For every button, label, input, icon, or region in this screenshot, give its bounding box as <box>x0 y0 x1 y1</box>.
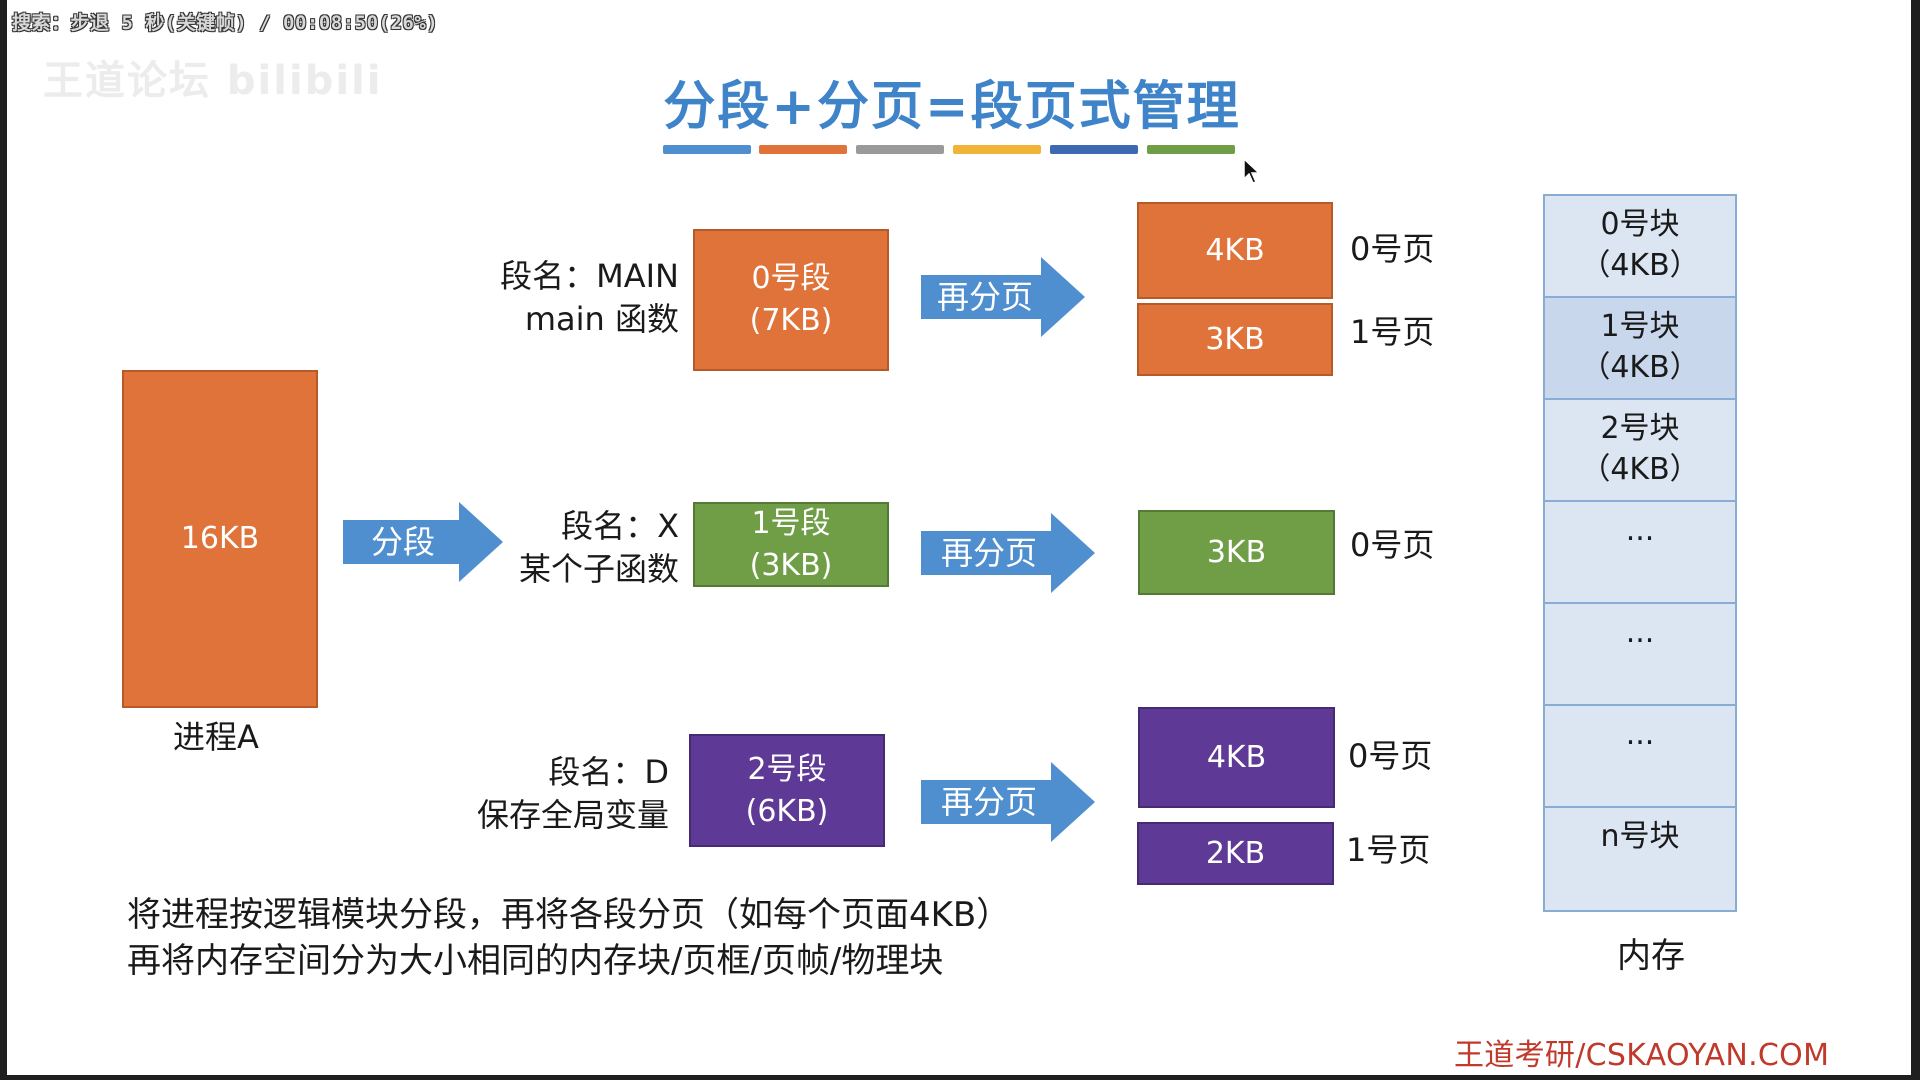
process-label: 进程A <box>173 718 259 756</box>
page-size: 3KB <box>1205 321 1265 357</box>
memory-block: 0号块 （4KB） <box>1545 196 1735 298</box>
memory-block-size: （4KB） <box>1580 350 1700 386</box>
segment-0-page-0-label: 0号页 <box>1350 230 1435 268</box>
segment-2-name-line2: 保存全局变量 <box>476 796 669 835</box>
segment-1-name: 段名：X 某个子函数 <box>443 505 679 591</box>
segment-arrow-label: 分段 <box>370 523 435 561</box>
memory-block: ... <box>1545 604 1735 706</box>
description-line-1: 将进程按逻辑模块分段，再将各段分页（如每个页面4KB） <box>127 895 1011 935</box>
segment-0-box: 0号段 (7KB) <box>693 229 889 371</box>
memory-block: 2号块 （4KB） <box>1545 400 1735 502</box>
segment-0-title: 0号段 <box>751 261 831 296</box>
player-status-text: 搜索：步退 5 秒(关键帧) / 00:08:50(26%) <box>12 12 439 34</box>
segment-1-name-line1: 段名：X <box>561 507 679 545</box>
segment-2-page-1-label: 1号页 <box>1346 831 1431 869</box>
segment-2-page-0-label: 0号页 <box>1348 737 1433 775</box>
segment-arrow <box>343 502 503 582</box>
paging-arrow <box>921 513 1095 593</box>
segment-2-page-1: 2KB <box>1137 822 1334 885</box>
watermark: 王道论坛 bilibili <box>43 58 383 104</box>
slide-title: 分段+分页=段页式管理 <box>663 77 1241 137</box>
segment-2-title: 2号段 <box>747 751 827 787</box>
mouse-cursor-icon <box>1243 158 1261 184</box>
color-strip <box>759 145 847 154</box>
memory-block-size: （4KB） <box>1580 248 1700 284</box>
memory-block-title: 1号块 <box>1600 309 1680 344</box>
segment-0-page-1: 3KB <box>1137 303 1333 376</box>
description-text: 将进程按逻辑模块分段，再将各段分页（如每个页面4KB） 再将内存空间分为大小相同… <box>127 893 1010 984</box>
memory-block: ... <box>1545 706 1735 808</box>
segment-0-name-line1: 段名：MAIN <box>500 257 679 295</box>
page-size: 3KB <box>1206 534 1267 570</box>
memory-block-title: 0号块 <box>1600 207 1680 242</box>
brand-text: 王道考研/CSKAOYAN.COM <box>1454 1038 1830 1073</box>
color-strip <box>663 145 751 154</box>
segment-1-page-0: 3KB <box>1138 510 1335 595</box>
arrow-shape <box>921 513 1095 593</box>
memory-block-title: n号块 <box>1600 819 1680 854</box>
segment-0-size: (7KB) <box>749 303 833 338</box>
paging-arrow <box>921 257 1085 337</box>
memory-block-title: 2号块 <box>1600 411 1680 446</box>
segment-1-box: 1号段 (3KB) <box>693 502 889 587</box>
segment-2-arrow-label: 再分页 <box>940 783 1037 821</box>
segment-1-size: (3KB) <box>749 547 833 583</box>
page-size: 4KB <box>1205 232 1265 268</box>
arrow-shape <box>343 502 503 582</box>
description-line-2: 再将内存空间分为大小相同的内存块/页框/页帧/物理块 <box>127 940 944 981</box>
segment-1-title: 1号段 <box>751 505 831 541</box>
slide: 搜索：步退 5 秒(关键帧) / 00:08:50(26%) 王道论坛 bili… <box>7 0 1911 1075</box>
page-size: 2KB <box>1205 835 1266 871</box>
segment-1-page-0-label: 0号页 <box>1350 526 1435 564</box>
segment-2-box: 2号段 (6KB) <box>689 734 885 847</box>
segment-1-name-line2: 某个子函数 <box>518 550 679 589</box>
memory-table: 0号块 （4KB） 1号块 （4KB） 2号块 （4KB） ... ... ..… <box>1543 194 1737 912</box>
arrow-shape <box>921 257 1085 337</box>
segment-0-arrow-label: 再分页 <box>936 278 1033 316</box>
page-size: 4KB <box>1206 739 1267 775</box>
memory-block: 1号块 （4KB） <box>1545 298 1735 400</box>
color-strip <box>1050 145 1138 154</box>
memory-block: n号块 <box>1545 808 1735 910</box>
segment-0-name: 段名：MAIN main 函数 <box>443 255 679 341</box>
arrow-shape <box>921 762 1095 842</box>
memory-block-size: （4KB） <box>1580 452 1700 488</box>
segment-2-name-line1: 段名：D <box>548 753 669 791</box>
memory-block-title: ... <box>1625 717 1655 752</box>
color-strip <box>1147 145 1235 154</box>
process-size: 16KB <box>180 521 260 556</box>
segment-0-page-0: 4KB <box>1137 202 1333 299</box>
color-strip <box>856 145 944 154</box>
segment-1-arrow-label: 再分页 <box>940 534 1037 572</box>
memory-block-title: ... <box>1625 513 1655 548</box>
paging-arrow <box>921 762 1095 842</box>
memory-block: ... <box>1545 502 1735 604</box>
color-strip <box>953 145 1041 154</box>
segment-2-size: (6KB) <box>745 793 829 829</box>
segment-0-page-1-label: 1号页 <box>1350 313 1435 351</box>
segment-2-name: 段名：D 保存全局变量 <box>433 751 669 837</box>
memory-label: 内存 <box>1617 936 1685 976</box>
process-box: 16KB <box>122 370 318 708</box>
memory-block-title: ... <box>1625 615 1655 650</box>
segment-0-name-line2: main 函数 <box>524 300 679 339</box>
segment-2-page-0: 4KB <box>1138 707 1335 808</box>
